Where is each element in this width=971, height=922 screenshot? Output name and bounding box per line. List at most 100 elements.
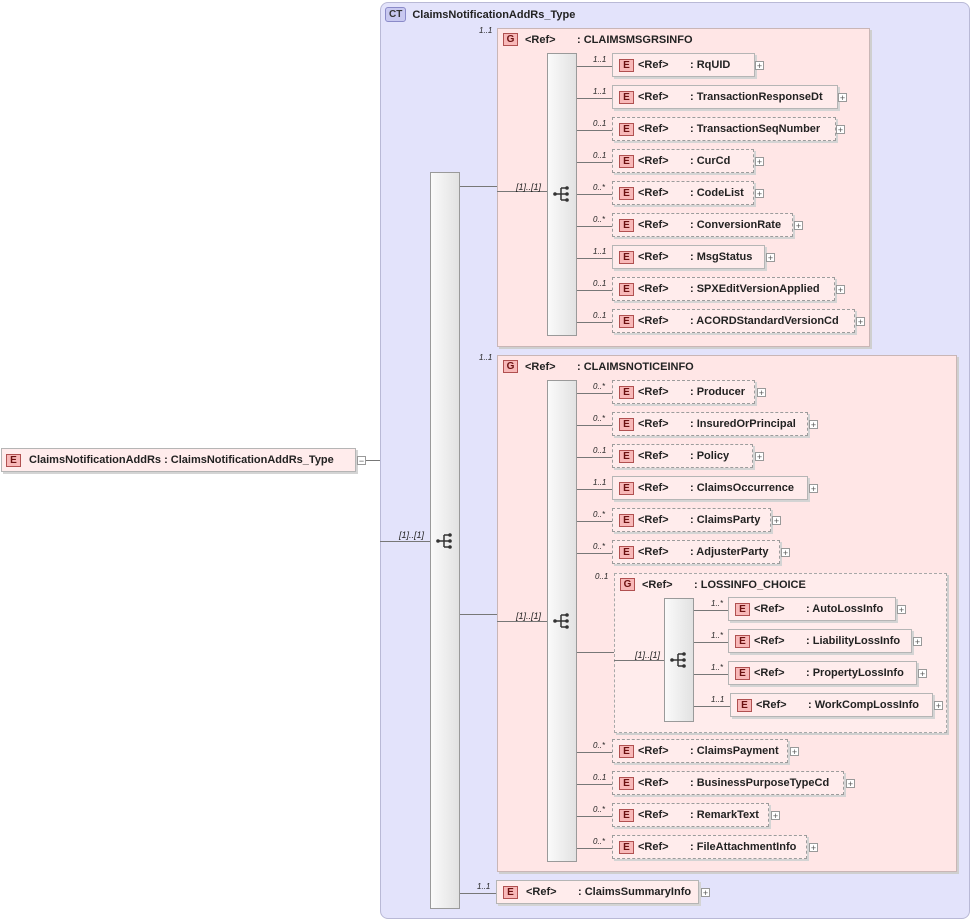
element-workcomplossinfo[interactable]: E <Ref> : WorkCompLossInfo: [730, 693, 933, 717]
item-cardinality: 0..*: [593, 837, 606, 846]
expand-toggle[interactable]: +: [701, 888, 710, 898]
group-header: G <Ref> : LOSSINFO_CHOICE: [620, 578, 806, 591]
element-name: : ClaimsOccurrence: [690, 482, 794, 494]
element-badge: E: [619, 58, 634, 72]
element-name: : BusinessPurposeTypeCd: [690, 777, 830, 789]
connector: [577, 425, 612, 426]
element-claimssummaryinfo[interactable]: E <Ref> : ClaimsSummaryInfo: [496, 880, 699, 904]
expand-toggle[interactable]: +: [846, 779, 855, 789]
item-cardinality: 0..1: [593, 279, 607, 288]
expand-toggle[interactable]: +: [755, 452, 764, 462]
expand-toggle[interactable]: +: [766, 253, 775, 263]
element-rquid[interactable]: E <Ref> : RqUID: [612, 53, 755, 77]
element-name: : CodeList: [690, 187, 744, 199]
expand-toggle[interactable]: +: [934, 701, 943, 711]
ref-label: <Ref>: [756, 699, 787, 711]
group-cardinality: 0..1: [595, 572, 609, 581]
element-remarktext[interactable]: E <Ref> : RemarkText: [612, 803, 769, 827]
ref-label: <Ref>: [642, 578, 673, 591]
connector: [577, 816, 612, 817]
ref-label: <Ref>: [638, 123, 669, 135]
item-cardinality: 0..*: [593, 183, 606, 192]
root-element[interactable]: E ClaimsNotificationAddRs : ClaimsNotifi…: [1, 448, 356, 472]
element-acordstandardversioncd[interactable]: E <Ref> : ACORDStandardVersionCd: [612, 309, 855, 333]
element-name: : TransactionResponseDt: [690, 91, 823, 103]
element-badge: E: [735, 666, 750, 680]
element-claimspayment[interactable]: E <Ref> : ClaimsPayment: [612, 739, 788, 763]
element-name: : ClaimsPayment: [690, 745, 779, 757]
ref-label: <Ref>: [638, 251, 669, 263]
element-transactionseqnumber[interactable]: E <Ref> : TransactionSeqNumber: [612, 117, 836, 141]
connector: [577, 752, 612, 753]
expand-toggle[interactable]: +: [771, 811, 780, 821]
ref-label: <Ref>: [638, 809, 669, 821]
connector: [577, 553, 612, 554]
connector: [694, 674, 728, 675]
expand-toggle[interactable]: +: [856, 317, 865, 327]
connector: [577, 322, 612, 323]
expand-toggle[interactable]: +: [755, 61, 764, 71]
expand-toggle[interactable]: +: [772, 516, 781, 526]
expand-toggle[interactable]: +: [838, 93, 847, 103]
element-msgstatus[interactable]: E <Ref> : MsgStatus: [612, 245, 765, 269]
sequence-cardinality: [1]..[1]: [635, 650, 661, 660]
element-badge: E: [619, 385, 634, 399]
connector: [577, 489, 612, 490]
element-name: : ClaimsParty: [690, 514, 761, 526]
element-badge: E: [619, 776, 634, 790]
expand-toggle[interactable]: +: [781, 548, 790, 558]
expand-toggle[interactable]: +: [794, 221, 803, 231]
element-name: : ClaimsSummaryInfo: [578, 886, 692, 898]
expand-toggle[interactable]: +: [836, 285, 845, 295]
connector: [577, 521, 612, 522]
element-badge: E: [619, 840, 634, 854]
element-transactionresponsedt[interactable]: E <Ref> : TransactionResponseDt: [612, 85, 838, 109]
element-policy[interactable]: E <Ref> : Policy: [612, 444, 753, 468]
item-cardinality: 0..1: [593, 151, 607, 160]
element-claimsoccurrence[interactable]: E <Ref> : ClaimsOccurrence: [612, 476, 808, 500]
element-name: : RemarkText: [690, 809, 759, 821]
expand-toggle[interactable]: +: [897, 605, 906, 615]
expand-toggle[interactable]: +: [755, 189, 764, 199]
element-claimsparty[interactable]: E <Ref> : ClaimsParty: [612, 508, 771, 532]
connector: [577, 162, 612, 163]
element-badge: E: [619, 808, 634, 822]
expand-toggle[interactable]: +: [809, 484, 818, 494]
expand-toggle[interactable]: +: [809, 420, 818, 430]
element-name: : CurCd: [690, 155, 731, 167]
sequence-icon: [553, 186, 569, 202]
element-conversionrate[interactable]: E <Ref> : ConversionRate: [612, 213, 793, 237]
element-badge: E: [619, 122, 634, 136]
expand-toggle[interactable]: +: [755, 157, 764, 167]
element-fileattachmentinfo[interactable]: E <Ref> : FileAttachmentInfo: [612, 835, 807, 859]
item-cardinality: 1..1: [477, 882, 491, 891]
element-propertylossinfo[interactable]: E <Ref> : PropertyLossInfo: [728, 661, 917, 685]
item-cardinality: 1..*: [711, 631, 724, 640]
element-name: : PropertyLossInfo: [806, 667, 904, 679]
connector: [460, 893, 496, 894]
element-liabilitylossinfo[interactable]: E <Ref> : LiabilityLossInfo: [728, 629, 912, 653]
item-cardinality: 0..1: [593, 119, 607, 128]
collapse-toggle[interactable]: −: [357, 456, 366, 466]
expand-toggle[interactable]: +: [757, 388, 766, 398]
ref-label: <Ref>: [638, 745, 669, 757]
expand-toggle[interactable]: +: [790, 747, 799, 757]
expand-toggle[interactable]: +: [809, 843, 818, 853]
element-badge: E: [619, 250, 634, 264]
element-curcd[interactable]: E <Ref> : CurCd: [612, 149, 754, 173]
element-producer[interactable]: E <Ref> : Producer: [612, 380, 755, 404]
element-name: : Producer: [690, 386, 746, 398]
element-spxeditversionapplied[interactable]: E <Ref> : SPXEditVersionApplied: [612, 277, 835, 301]
item-cardinality: 0..*: [593, 510, 606, 519]
expand-toggle[interactable]: +: [913, 637, 922, 647]
element-name: : RqUID: [690, 59, 731, 71]
element-codelist[interactable]: E <Ref> : CodeList: [612, 181, 754, 205]
expand-toggle[interactable]: +: [836, 125, 845, 135]
element-businesspurposetypecd[interactable]: E <Ref> : BusinessPurposeTypeCd: [612, 771, 844, 795]
element-insuredorprincipal[interactable]: E <Ref> : InsuredOrPrincipal: [612, 412, 808, 436]
expand-toggle[interactable]: +: [918, 669, 927, 679]
element-autolossinfo[interactable]: E <Ref> : AutoLossInfo: [728, 597, 896, 621]
ref-label: <Ref>: [638, 841, 669, 853]
element-adjusterparty[interactable]: E <Ref> : AdjusterParty: [612, 540, 780, 564]
ref-label: <Ref>: [525, 33, 556, 46]
